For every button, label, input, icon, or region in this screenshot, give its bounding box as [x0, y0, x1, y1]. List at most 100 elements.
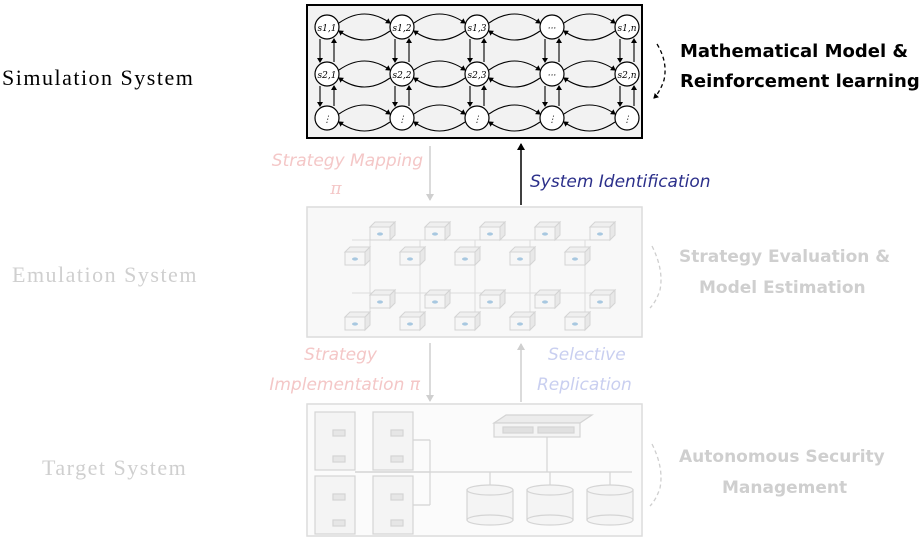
state-label: s1,3 [468, 24, 487, 34]
selective-replication-label-line-2: Replication [537, 375, 632, 395]
transition-arrow [338, 60, 391, 71]
emulated-node-icon [563, 245, 592, 267]
transition-arrow [338, 30, 391, 41]
transition-arrow [338, 104, 391, 115]
state-node [314, 61, 340, 87]
state-label: ⋮ [548, 115, 557, 125]
state-node [314, 14, 340, 40]
emulated-node-icon [533, 288, 562, 310]
target-feedback-loop [649, 443, 662, 507]
emulated-node-icon [533, 220, 562, 242]
database-icon [466, 484, 514, 526]
transition-arrow [413, 60, 466, 71]
state-label: s2,n [617, 71, 636, 81]
emulated-node-icon [563, 310, 592, 332]
emulated-node-icon [453, 245, 482, 267]
state-node [464, 61, 490, 87]
transition-arrow [488, 77, 541, 88]
transition-arrow [413, 104, 466, 115]
emulated-node-icon [398, 310, 427, 332]
selective-replication-label-line-1: Selective [548, 345, 626, 365]
server-icon [314, 411, 356, 471]
state-label: s2,3 [468, 71, 487, 81]
emulated-node-icon [368, 288, 397, 310]
transition-arrow [413, 121, 466, 132]
transition-arrow [563, 30, 616, 41]
strategy-mapping-symbol: π [329, 179, 342, 199]
state-node [314, 105, 340, 131]
state-label: ⋮ [473, 115, 482, 125]
transition-arrow [563, 60, 616, 71]
layer-label-target: Target System [42, 455, 187, 480]
emulation-links [352, 239, 598, 312]
transition-arrow [563, 77, 616, 88]
state-label: s2,2 [393, 71, 412, 81]
state-label: ··· [548, 71, 557, 81]
emulated-node-icon [423, 220, 452, 242]
layer-label-emulation: Emulation System [12, 262, 198, 287]
state-node [464, 14, 490, 40]
state-label: ⋮ [398, 115, 407, 125]
transition-arrow [413, 30, 466, 41]
server-icon [372, 475, 414, 535]
emulated-node-icon [453, 310, 482, 332]
state-node [539, 105, 565, 131]
state-node [539, 61, 565, 87]
target-side-label-line-2: Management [722, 478, 847, 498]
state-label: s1,n [617, 24, 636, 34]
state-label: ··· [548, 24, 557, 34]
transition-arrow [488, 30, 541, 41]
system-identification-label: System Identification [530, 172, 711, 192]
state-node [614, 61, 640, 87]
simulation-side-label-line-2: Reinforcement learning [680, 71, 920, 92]
transition-arrow [338, 13, 391, 24]
state-label: s1,1 [318, 24, 337, 34]
state-node [539, 14, 565, 40]
state-label: s2,1 [318, 71, 337, 81]
database-icon [586, 484, 634, 526]
simulation-feedback-loop [653, 43, 666, 99]
emulated-node-icon [588, 220, 617, 242]
emulated-node-icon [368, 220, 397, 242]
emulated-node-icon [343, 245, 372, 267]
emulation-feedback-loop [649, 245, 662, 309]
state-label: ⋮ [323, 115, 332, 125]
simulation-side-label-line-1: Mathematical Model & [680, 41, 908, 62]
emulated-node-icon [423, 288, 452, 310]
emulated-node-icon [478, 220, 507, 242]
emulated-node-icon [398, 245, 427, 267]
state-label: ⋮ [623, 115, 632, 125]
state-node [614, 14, 640, 40]
transition-arrow [488, 121, 541, 132]
transition-arrow [563, 104, 616, 115]
database-icon [526, 484, 574, 526]
server-icon [314, 475, 356, 535]
transition-arrow [488, 104, 541, 115]
transition-arrow [338, 121, 391, 132]
markov-state-grid: s1,1 s1,2 s1,3 ··· s1,n s2,1 s2,2 s2,3 ··· s2,n ⋮ ⋮… [314, 13, 640, 132]
state-node [464, 105, 490, 131]
network-switch-icon [492, 414, 594, 438]
state-label: s1,2 [393, 24, 412, 34]
target-infrastructure [314, 411, 634, 535]
emulated-node-icon [478, 288, 507, 310]
emulated-node-icon [588, 288, 617, 310]
transition-arrow [488, 60, 541, 71]
server-icon [372, 411, 414, 471]
strategy-implementation-label-line-2: Implementation π [269, 375, 420, 395]
emulated-node-icon [508, 310, 537, 332]
emulation-node-grid [343, 220, 617, 332]
emulation-side-label-line-2: Model Estimation [699, 278, 866, 298]
layer-label-simulation: Simulation System [2, 65, 194, 90]
transition-arrow [338, 77, 391, 88]
transition-arrow [413, 13, 466, 24]
state-node [389, 105, 415, 131]
strategy-implementation-label-line-1: Strategy [304, 345, 378, 365]
strategy-mapping-label: Strategy Mapping [272, 151, 423, 171]
emulated-node-icon [343, 310, 372, 332]
transition-arrow [488, 13, 541, 24]
state-node [389, 61, 415, 87]
transition-arrow [563, 121, 616, 132]
emulated-node-icon [508, 245, 537, 267]
